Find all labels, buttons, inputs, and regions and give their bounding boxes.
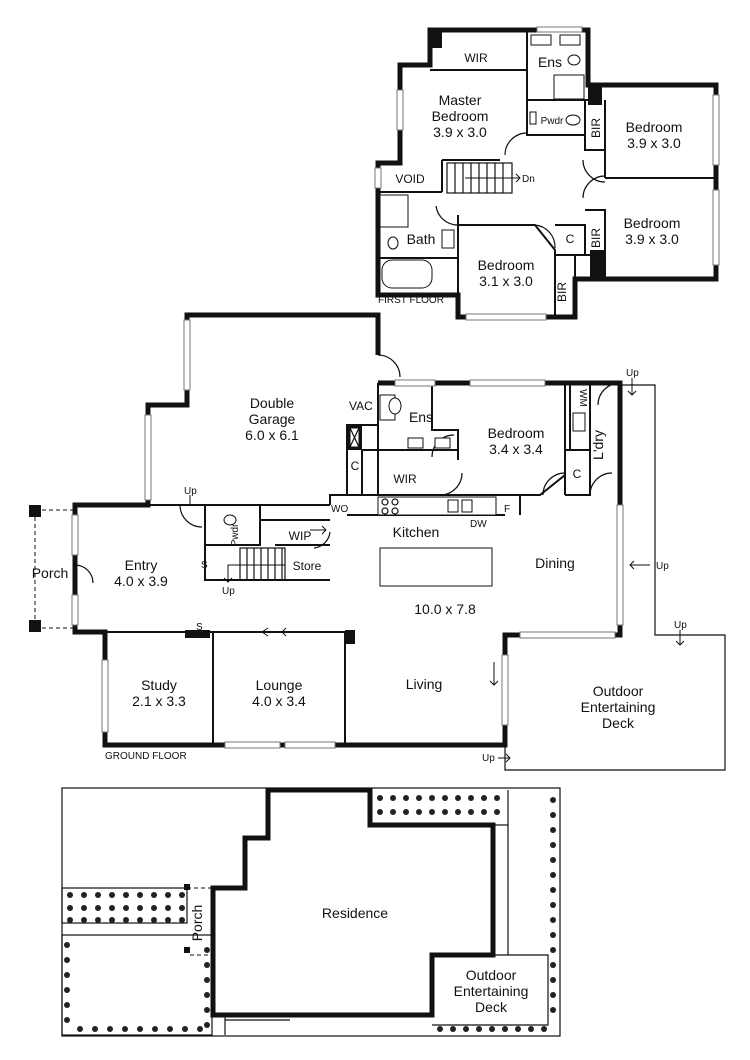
bedroom-3-size: 3.9 x 3.0 [625,231,679,247]
dining-label: Dining [535,555,575,571]
site-deck-label-1: Outdoor [466,967,517,983]
kitchen-label: Kitchen [393,524,440,540]
outdoor-deck-outline [504,384,726,771]
bathroom-label: Bath [407,231,436,247]
up-label-top: Up [626,368,639,379]
closet-label: C [566,232,575,246]
bedroom-3-name: Bedroom [624,215,681,231]
ground-floor-stairs [223,547,286,583]
bir-label-2: BIR [589,228,603,248]
master-bedroom-name-1: Master [439,92,482,108]
first-floor-door-swings [435,132,606,249]
study-name: Study [141,677,177,693]
site-plan-shrubs [64,795,556,1032]
void-label: VOID [395,172,425,186]
store-label: Store [293,559,322,573]
ground-floor-up-arrows [189,378,685,763]
up-label-right: Up [656,561,669,572]
lounge-size: 4.0 x 3.4 [252,693,306,709]
laundry-label: L'dry [590,430,606,460]
ground-powder-label: Pwdr [230,523,241,546]
shelf-label-a: S [201,560,208,571]
bedroom-2-name: Bedroom [626,119,683,135]
ground-ensuite-label: Ens [409,409,433,425]
ground-floor-door-swings [74,354,621,584]
up-label-bottom: Up [482,753,495,764]
first-floor-inner-walls [378,32,716,317]
ground-bedroom-size: 3.4 x 3.4 [489,441,543,457]
residence-label: Residence [322,905,388,921]
wip-label: WIP [289,529,312,543]
ground-bedroom-name: Bedroom [488,425,545,441]
up-label-deck: Up [674,620,687,631]
wall-oven-label: WO [331,504,348,515]
ground-floor-windows [71,319,624,749]
living-area-size: 10.0 x 7.8 [414,601,476,617]
site-porch-label: Porch [189,905,205,942]
shelf-label-b: S [196,622,203,633]
master-bedroom-size: 3.9 x 3.0 [433,124,487,140]
ground-wir-label: WIR [393,472,417,486]
ground-floor-fixtures [223,394,586,526]
garage-size: 6.0 x 6.1 [245,427,299,443]
dishwasher-label: DW [470,519,487,530]
garage-name-1: Double [250,395,295,411]
closet-label-b: C [573,467,582,481]
first-floor-title: FIRST FLOOR [378,295,444,306]
garage-name-2: Garage [249,411,296,427]
study-size: 2.1 x 3.3 [132,693,186,709]
living-label: Living [406,676,443,692]
ground-floor-plan: Double Garage 6.0 x 6.1 VAC Ens Bedroom … [29,312,726,771]
first-floor-windows [374,26,720,321]
first-floor-plan: WIR Ens Master Bedroom 3.9 x 3.0 Pwdr BI… [374,26,720,321]
first-floor-stairs [446,162,521,194]
porch-outline [34,509,75,629]
powder-room-label: Pwdr [541,116,564,127]
master-bedroom-name-2: Bedroom [432,108,489,124]
deck-label-1: Outdoor [593,683,644,699]
deck-label-3: Deck [602,715,635,731]
stair-up-label: Up [222,586,235,597]
site-deck-label-3: Deck [475,999,508,1015]
entry-name: Entry [125,557,158,573]
bedroom-4-size: 3.1 x 3.0 [479,273,533,289]
first-floor-fixtures [379,34,585,289]
bedroom-4-name: Bedroom [478,257,535,273]
bir-label-1: BIR [589,118,603,138]
site-deck-label-2: Entertaining [454,983,529,999]
ground-porch-label: Porch [32,565,69,581]
lounge-name: Lounge [256,677,303,693]
entry-size: 4.0 x 3.9 [114,573,168,589]
closet-label-a: C [351,459,360,473]
ground-floor-title: GROUND FLOOR [105,751,187,762]
kitchen-bench [377,496,497,587]
site-residence-outline [210,787,496,1018]
washing-machine-label: WM [577,389,588,407]
ensuite-label: Ens [538,54,562,70]
wir-label: WIR [464,51,488,65]
deck-label-2: Entertaining [581,699,656,715]
bedroom-2-size: 3.9 x 3.0 [627,135,681,151]
site-plan: Residence Porch Outdoor Entertaining Dec… [61,787,561,1037]
stair-down-label: Dn [522,174,535,185]
vac-label: VAC [349,399,373,413]
bir-label-3: BIR [555,282,569,302]
fridge-label: F [504,504,510,515]
garage-up-label: Up [184,486,197,497]
